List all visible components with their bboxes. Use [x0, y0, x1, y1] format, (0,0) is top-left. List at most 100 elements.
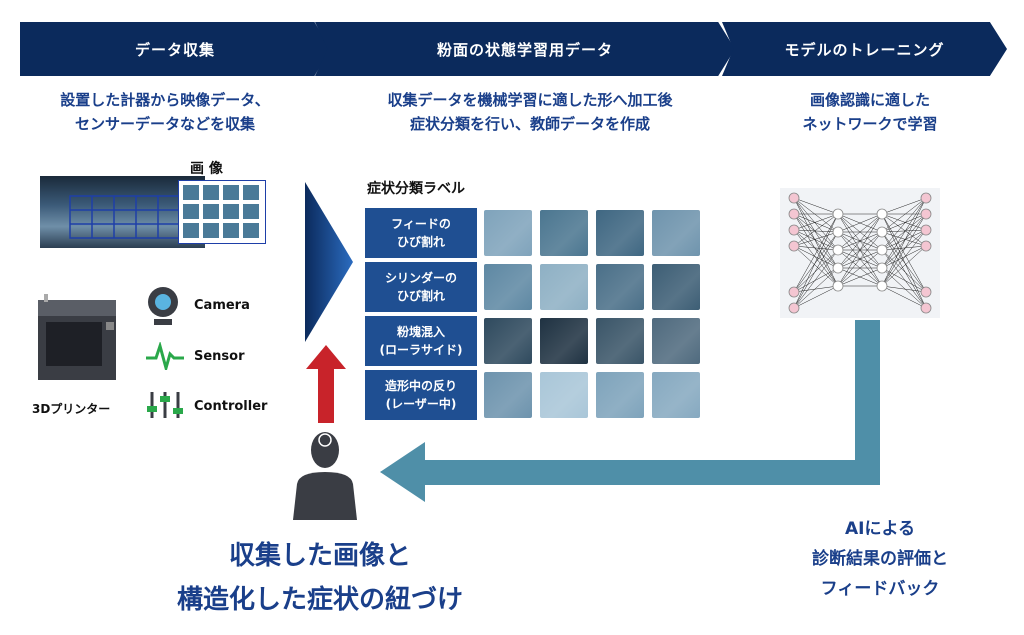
nn-edge [881, 197, 927, 251]
sample-tile [540, 318, 588, 364]
nn-edge [881, 213, 927, 287]
sample-tile [652, 372, 700, 418]
ai-feedback-line: フィードバック [820, 579, 940, 599]
nn-edge [837, 213, 883, 269]
nn-edge [881, 197, 927, 233]
nn-node [832, 208, 844, 220]
sample-tile [596, 318, 644, 364]
description-line: センサーデータなどを収集 [74, 115, 255, 133]
sample-tile [652, 264, 700, 310]
nn-node [788, 192, 800, 204]
nn-edge [881, 245, 927, 287]
step3-description: 画像認識に適した ネットワークで学習 [760, 88, 980, 136]
neural-network-icon [780, 188, 940, 318]
nn-node [920, 224, 932, 236]
symptom-label-warp: 造形中の反り (レーザー中) [365, 370, 477, 420]
nn-edge [793, 285, 839, 293]
step-header-data-collection: データ収集 [20, 22, 330, 76]
nn-node [832, 280, 844, 292]
feedback-arrow-icon [380, 320, 880, 502]
nn-edge [793, 213, 839, 309]
symptom-label-line: フィードの [391, 217, 451, 231]
nn-edge [881, 213, 927, 231]
nn-node [832, 244, 844, 256]
sample-tile [596, 210, 644, 256]
red-up-arrow-icon [306, 345, 346, 423]
nn-node [788, 286, 800, 298]
nn-edge [793, 249, 839, 309]
step1-description: 設置した計器から映像データ、 センサーデータなどを収集 [20, 88, 310, 136]
nn-edge [881, 267, 927, 293]
linkage-title: 収集した画像と 構造化した症状の紐づけ [150, 534, 490, 622]
tile-grid-icon [183, 185, 259, 238]
symptom-label-line: (レーザー中) [385, 397, 457, 411]
sample-tile [652, 318, 700, 364]
nn-node [832, 226, 844, 238]
sample-tile [596, 372, 644, 418]
nn-edge [881, 245, 927, 269]
nn-edge [793, 197, 839, 287]
camera-frame-image [40, 176, 205, 248]
sample-tile [540, 210, 588, 256]
nn-edge [793, 213, 839, 247]
nn-node [876, 244, 888, 256]
nn-node [920, 302, 932, 314]
symptom-label-line: (ローラサイド) [379, 343, 463, 357]
symptom-label-cylinder-crack: シリンダーのひび割れ [365, 262, 477, 312]
nn-edge [793, 213, 839, 251]
nn-edge [881, 229, 927, 269]
sample-tile [484, 264, 532, 310]
nn-edge [793, 267, 839, 293]
linkage-title-line: 収集した画像と [228, 541, 411, 571]
device-camera-label: Camera [194, 298, 250, 313]
ai-feedback-line: 診断結果の評価と [812, 549, 948, 569]
nn-edge [881, 249, 927, 293]
symptom-label-line: 粉塊混入 [396, 325, 445, 339]
nn-edge [793, 231, 839, 309]
nn-edge [881, 231, 927, 309]
nn-edge [881, 229, 927, 233]
nn-edge [793, 197, 839, 269]
nn-edge [793, 213, 839, 233]
3d-printer-icon [38, 294, 116, 380]
sample-tile [540, 372, 588, 418]
description-line: 収集データを機械学習に適した形へ加工後 [387, 91, 673, 109]
sample-tile [652, 210, 700, 256]
nn-node [788, 208, 800, 220]
nn-edge [793, 249, 839, 293]
controller-icon [147, 392, 183, 418]
nn-node [876, 262, 888, 274]
nn-edge [793, 245, 839, 251]
nn-edge [837, 213, 883, 233]
nn-edge [793, 285, 839, 309]
nn-edge [793, 229, 839, 233]
printer-label: 3Dプリンター [32, 402, 111, 416]
nn-node [876, 280, 888, 292]
symptom-label-line: ひび割れ [396, 289, 445, 303]
nn-edge [881, 245, 927, 251]
symptom-label-line: 造形中の反り [384, 379, 457, 393]
camera-icon [148, 287, 178, 325]
nn-node [788, 224, 800, 236]
nn-edge [881, 197, 927, 269]
nn-node [920, 208, 932, 220]
nn-node [920, 240, 932, 252]
nn-node [788, 302, 800, 314]
nn-edge [881, 285, 927, 293]
step-header-model-training: モデルのトレーニング [722, 22, 1007, 76]
ai-feedback-line: AIによる [845, 519, 915, 539]
process-arrow-icon [305, 182, 353, 342]
nn-edge [881, 267, 927, 309]
sample-tile [484, 318, 532, 364]
step-header-label: モデルのトレーニング [784, 40, 945, 59]
nn-node [876, 208, 888, 220]
nn-edge [837, 213, 883, 251]
step-header-training-data: 粉面の状態学習用データ [315, 22, 735, 76]
nn-edge [793, 231, 839, 247]
nn-edge [881, 213, 927, 269]
nn-node [832, 262, 844, 274]
nn-edge [793, 197, 839, 215]
nn-edge [837, 249, 883, 287]
linkage-title-line: 構造化した症状の紐づけ [176, 585, 463, 615]
sample-tile [540, 264, 588, 310]
